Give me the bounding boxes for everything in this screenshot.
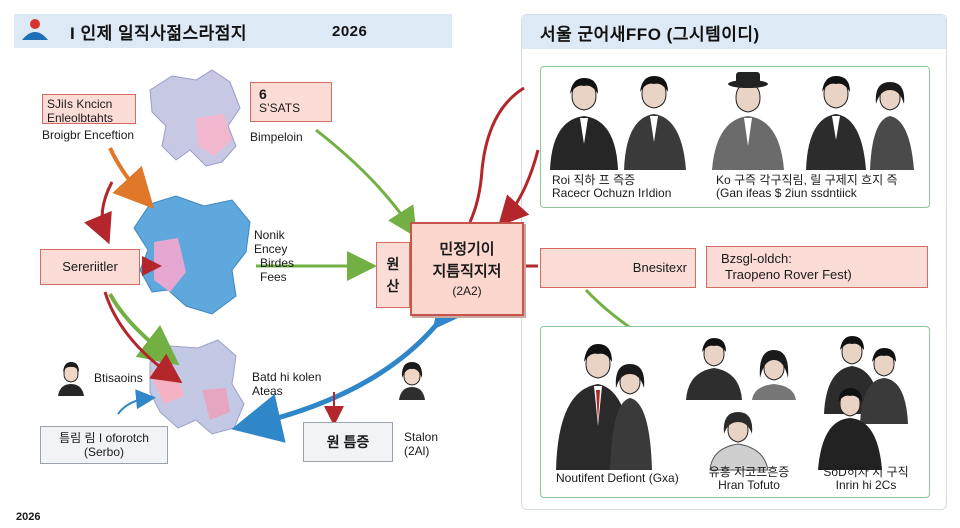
person-portrait-icon (686, 338, 742, 400)
card-bottom-caption-2: 유흥 지코프흔증 Hran Tofuto (708, 465, 790, 492)
person-portrait-icon (818, 388, 882, 470)
box-top-right-line2: S’SATS (259, 101, 301, 115)
person-portrait-icon (610, 364, 652, 470)
box-bottom-left: 틈림 림 I oforotch (Serbo) (40, 426, 168, 464)
card-bottom-caption-3: SoD히자 지 구직 Inrin hi 2Cs (823, 465, 909, 492)
person-portrait-icon (709, 412, 769, 471)
person-portrait-icon (752, 350, 796, 400)
center-main-box: 민정기이 지틈직지저 (2A2) (410, 222, 524, 316)
person-portrait-icon (712, 72, 784, 170)
card-bottom-caption-1: Noutifent Defiont (Gxa) (556, 471, 679, 485)
card-top-caption-1: Roi 직하 프 즉증 Racecr Ochuzn IrIdion (552, 173, 672, 200)
person-logo-icon (22, 19, 48, 40)
box-right-mid-left: Bnesitexr (540, 248, 696, 288)
arrow-green-top-to-center (315, 128, 417, 238)
person-portrait-icon (806, 76, 866, 170)
arrow-blue-center-to-bottom (231, 275, 484, 443)
arrow-red-left-bottom (103, 291, 183, 384)
label-top-left: Broigbr Enceftion (42, 128, 135, 142)
header-right: 서울 군어새FFO (그시템이디) (522, 15, 946, 49)
header-left: I 인제 일직사젊스라점지 2026 (14, 14, 452, 48)
card-bottom-portraits (556, 336, 908, 471)
person-portrait-icon (624, 76, 686, 170)
box-mid-left: Sereriitler (40, 249, 140, 285)
card-top-caption-2: Ko 구즉 각구직림, 릴 구제지 흐지 즉 (Gan ifeas $ 2iun… (716, 173, 898, 200)
arrow-green-left-bottom (108, 293, 180, 366)
label-top-right: Bimpeloin (250, 130, 303, 144)
map-middle (133, 195, 251, 315)
box-top-left-line1: SJiIs Kncicn (47, 97, 113, 111)
footer-year: 2026 (16, 511, 41, 523)
box-top-left-line2: Enleolbtahts (47, 111, 114, 125)
label-bottom-right: Stalon (2Al) (404, 430, 439, 458)
arrow-red-left-top (84, 181, 114, 245)
arrow-blue-small (117, 389, 156, 415)
box-bottom-mid: 원 틈증 (303, 422, 393, 462)
box-right-mid-right: Bzsgl-oldch: Traopeno Rover Fest) (706, 246, 928, 288)
box-top-right: 6 S’SATS (250, 82, 332, 122)
label-mid-right: Nonik Encey Birdes Fees (254, 228, 295, 284)
card-top-portraits (550, 72, 914, 170)
person-portrait-icon (550, 78, 618, 170)
label-person-left: Btisaoins (94, 371, 143, 385)
arrow-orange (108, 147, 155, 209)
header-left-title: I 인제 일직사젊스라점지 (70, 23, 248, 43)
center-side-box: 원 산 (376, 242, 410, 308)
label-bottom-map: Batd hi kolen Ateas (252, 370, 322, 398)
box-top-left: SJiIs Kncicn Enleolbtahts (42, 94, 136, 125)
person-portrait-icon (56, 360, 86, 396)
header-left-year: 2026 (332, 23, 368, 40)
person-portrait-icon (860, 348, 908, 424)
map-top (149, 69, 241, 167)
arrow-red-to-center-right (497, 149, 540, 227)
person-portrait-icon (399, 362, 425, 400)
box-top-right-line1: 6 (259, 86, 267, 102)
line-red-top-right (468, 86, 525, 223)
person-portrait-icon (870, 82, 914, 170)
header-right-title: 서울 군어새FFO (그시템이디) (540, 24, 760, 44)
